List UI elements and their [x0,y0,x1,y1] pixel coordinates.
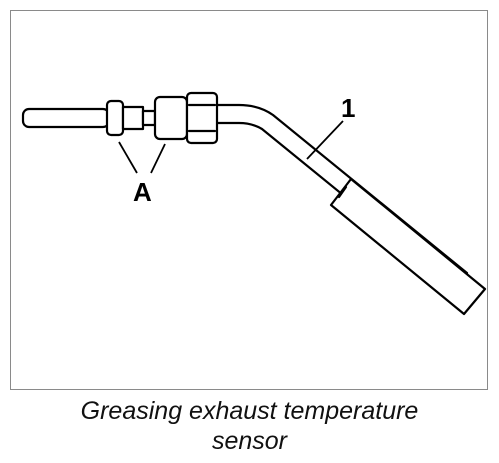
figure-caption: Greasing exhaust temperature sensor [0,396,499,456]
small-nut [105,99,125,137]
sensor-sleeve [329,177,487,316]
large-nut [153,95,189,141]
collar-1 [121,105,145,131]
sensor-sleeve-edge [337,185,348,199]
leader-1 [306,120,344,160]
callout-a-label: A [133,177,152,207]
neck [141,109,157,127]
caption-line-1: Greasing exhaust temperature [80,397,419,425]
leader-a-left [118,141,138,174]
caption-line-2: sensor [211,427,288,455]
hex-fitting [185,91,219,145]
leader-a-right [150,143,166,174]
callout-1-label: 1 [341,93,355,123]
probe-tip [21,107,111,129]
figure-frame: A 1 [10,10,488,390]
sensor-illustration: A 1 [21,91,487,316]
